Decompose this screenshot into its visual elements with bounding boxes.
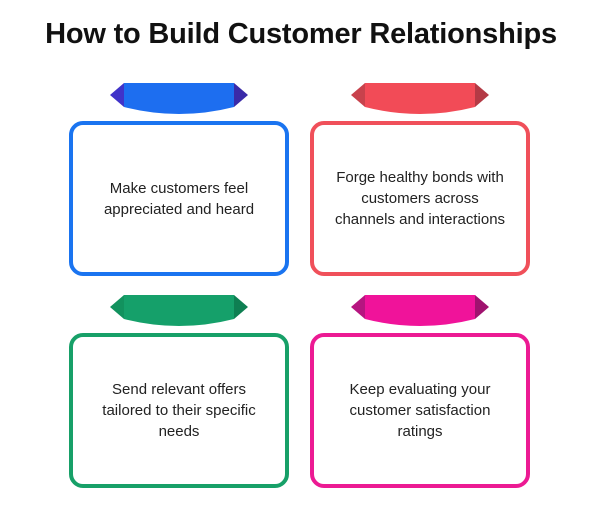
ribbon-banner-pink [351,295,489,326]
card-text: Keep evaluating your customer satisfacti… [349,381,491,440]
ribbon-banner-green [110,295,248,326]
card-satisfaction-ratings: Keep evaluating your customer satisfacti… [310,295,530,488]
card-frame [69,333,289,488]
card-healthy-bonds: Forge healthy bonds with customers acros… [310,83,530,276]
card-frame [69,121,289,276]
card-frame [310,121,530,276]
card-text: Forge healthy bonds with customers acros… [334,169,506,228]
card-relevant-offers: Send relevant offers tailored to their s… [69,295,289,488]
card-text: Make customers feel appreciated and hear… [103,179,255,218]
card-frame [310,333,530,488]
page-title: How to Build Customer Relationships [45,18,557,50]
ribbon-banner-blue [110,83,248,114]
card-appreciated: Make customers feel appreciated and hear… [69,83,289,276]
ribbon-banner-red [351,83,489,114]
card-text: Send relevant offers tailored to their s… [102,381,256,440]
